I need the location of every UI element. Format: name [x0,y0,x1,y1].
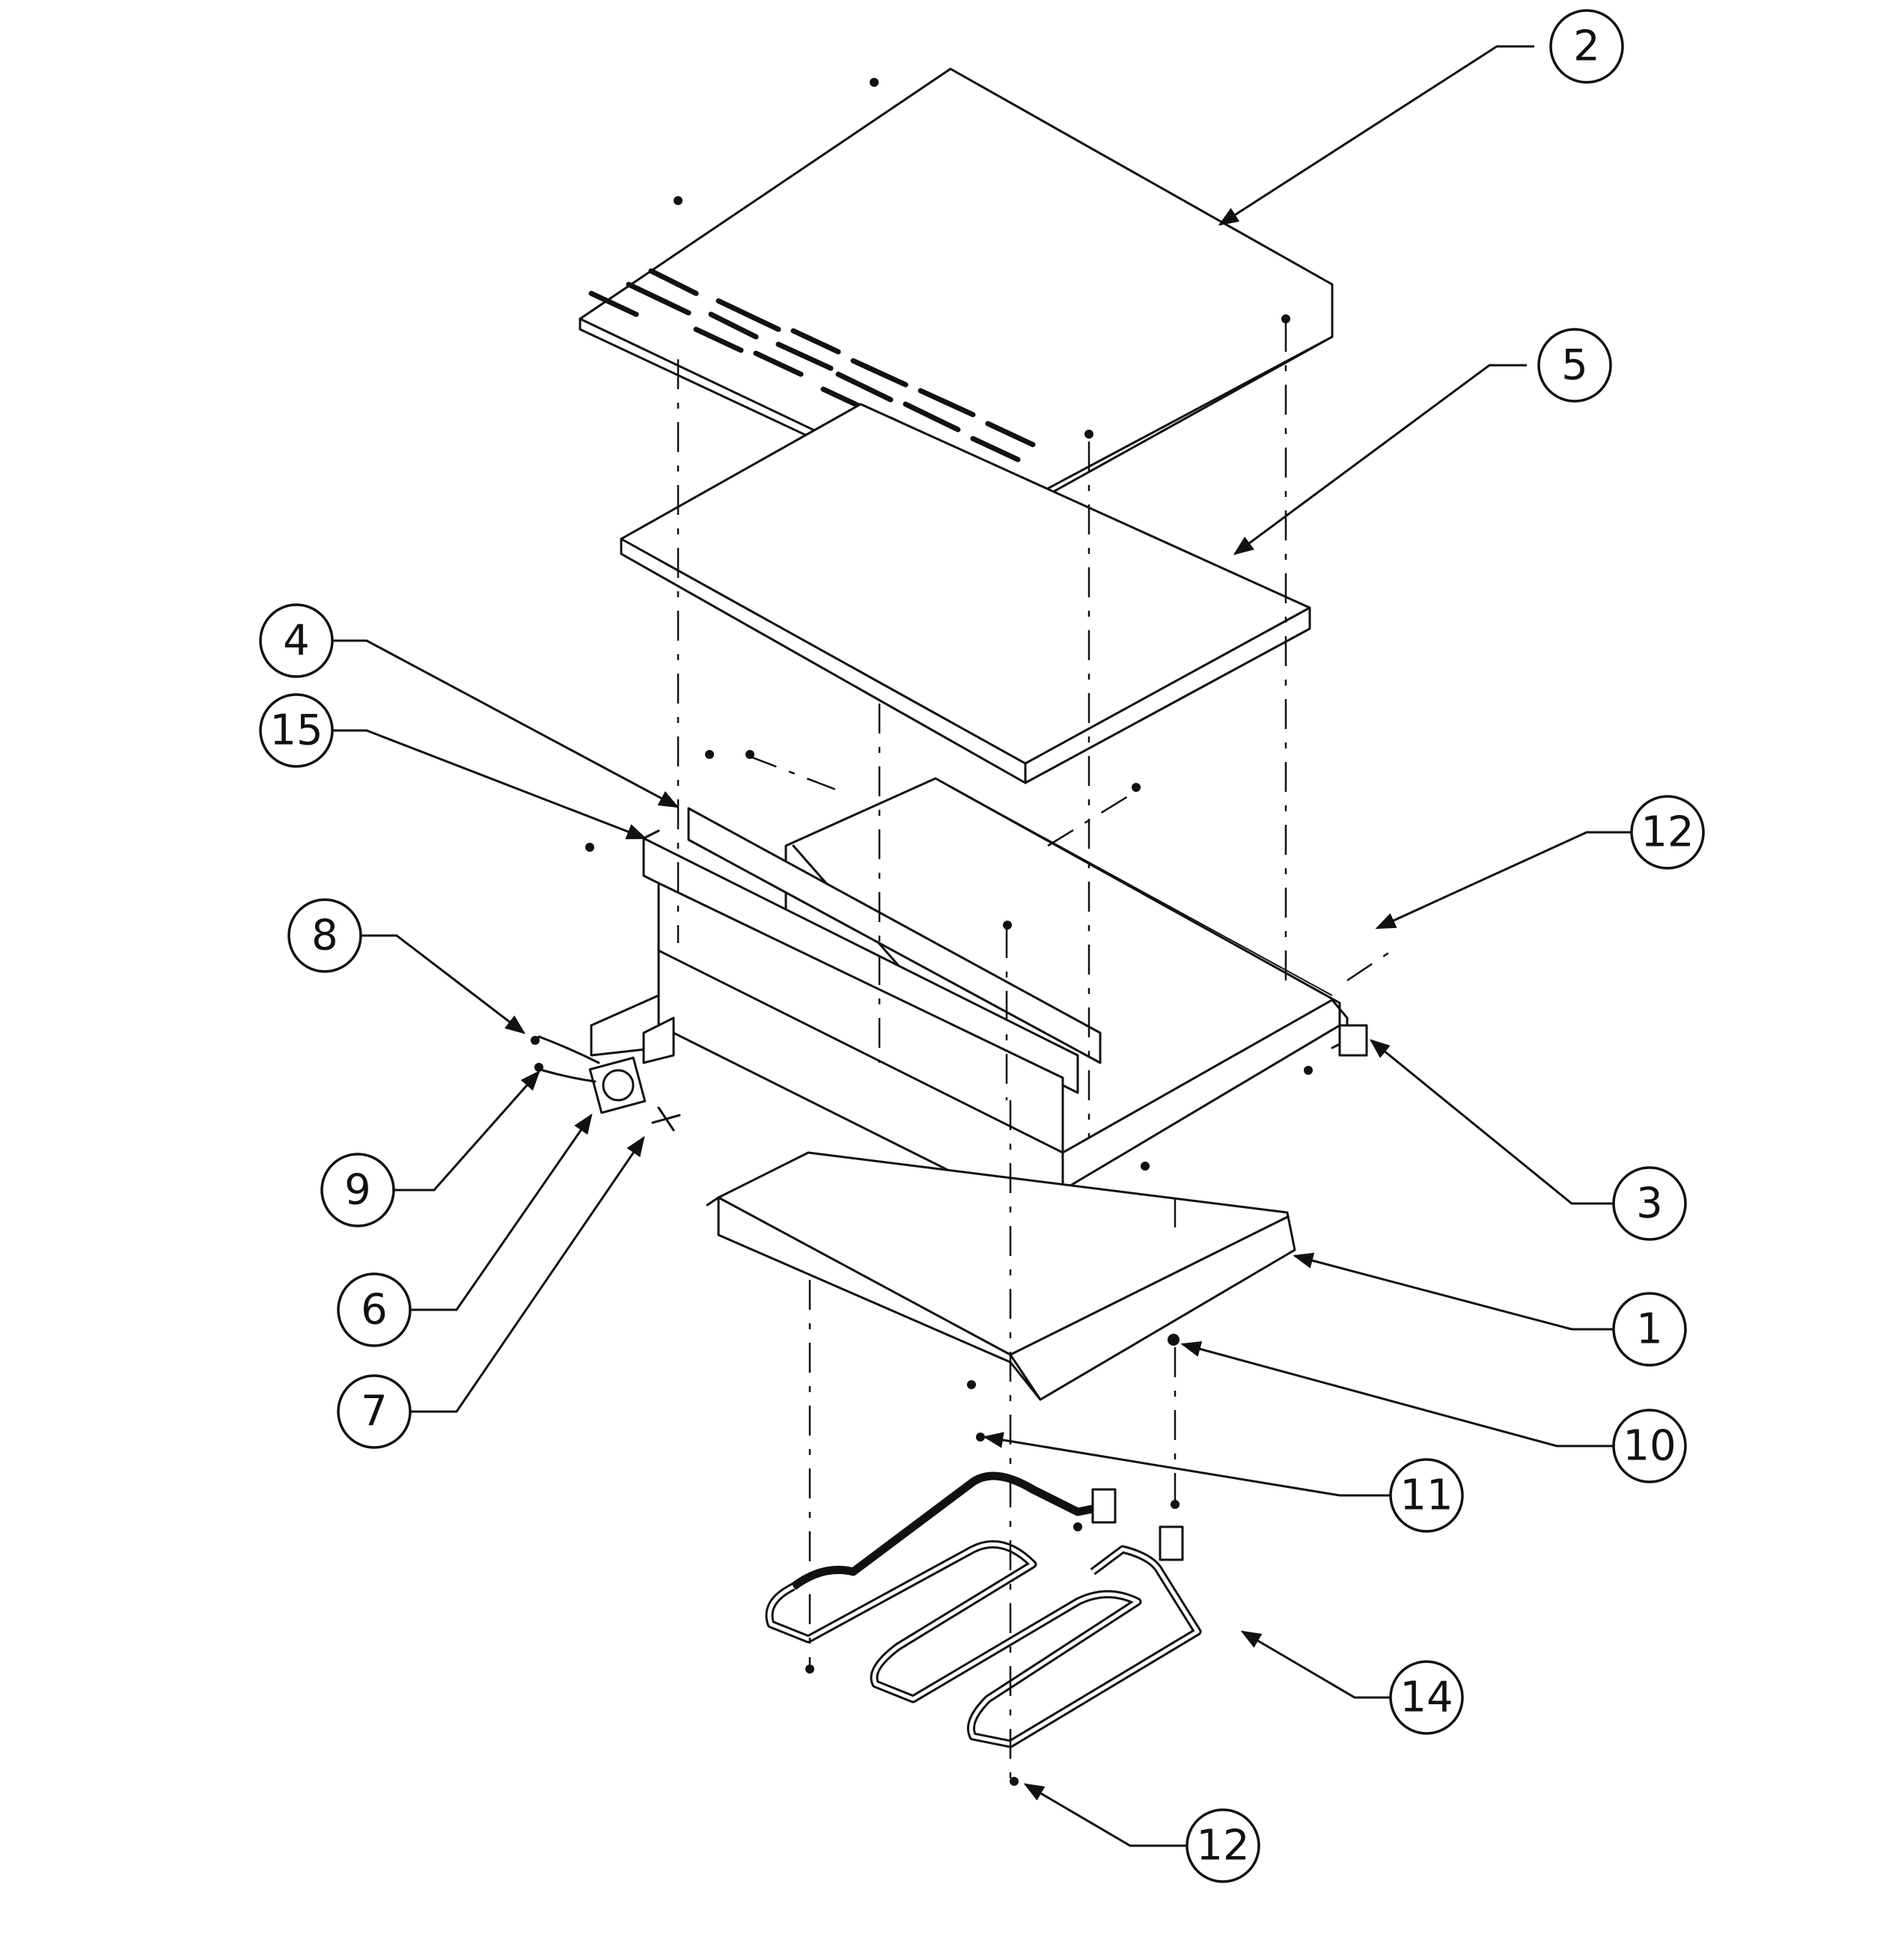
fan-motor-part [537,1035,681,1132]
callout-5: 5 [1537,328,1612,403]
svg-text:4: 4 [283,617,310,665]
callout-14: 14 [1389,1660,1464,1735]
leader-lines [329,45,1647,1847]
callout-4: 4 [259,603,334,678]
callout-2: 2 [1549,9,1624,84]
svg-text:12: 12 [1641,808,1694,857]
svg-text:5: 5 [1561,341,1588,390]
svg-text:7: 7 [361,1388,388,1436]
svg-text:3: 3 [1636,1180,1663,1228]
vent-slots [588,268,1036,476]
callout-12-bottom: 12 [1186,1808,1260,1883]
lower-pan-part [706,1151,1296,1401]
callout-11: 11 [1389,1458,1464,1533]
svg-text:15: 15 [269,707,323,755]
callout-8: 8 [287,898,362,973]
svg-text:11: 11 [1400,1471,1453,1520]
svg-text:14: 14 [1400,1674,1453,1722]
svg-text:12: 12 [1196,1822,1249,1870]
callout-1: 1 [1612,1292,1687,1367]
svg-text:6: 6 [361,1286,388,1334]
svg-text:9: 9 [344,1166,371,1215]
top-cover-part [579,67,1334,525]
callout-9: 9 [320,1153,395,1227]
svg-text:1: 1 [1636,1305,1663,1354]
callout-3: 3 [1612,1166,1687,1241]
svg-text:2: 2 [1573,22,1600,71]
front-bracket-part [590,807,1102,1229]
callout-10: 10 [1612,1409,1687,1483]
svg-text:10: 10 [1623,1422,1676,1471]
fan-blade-part [651,1106,681,1132]
screws [531,78,1313,1786]
callout-7: 7 [337,1374,412,1449]
insulation-board-part [620,403,1311,784]
callout-6: 6 [337,1272,412,1347]
callout-15: 15 [259,693,334,768]
svg-text:8: 8 [311,912,338,960]
callout-12-top: 12 [1630,795,1705,870]
heating-element-part [765,1471,1202,1748]
